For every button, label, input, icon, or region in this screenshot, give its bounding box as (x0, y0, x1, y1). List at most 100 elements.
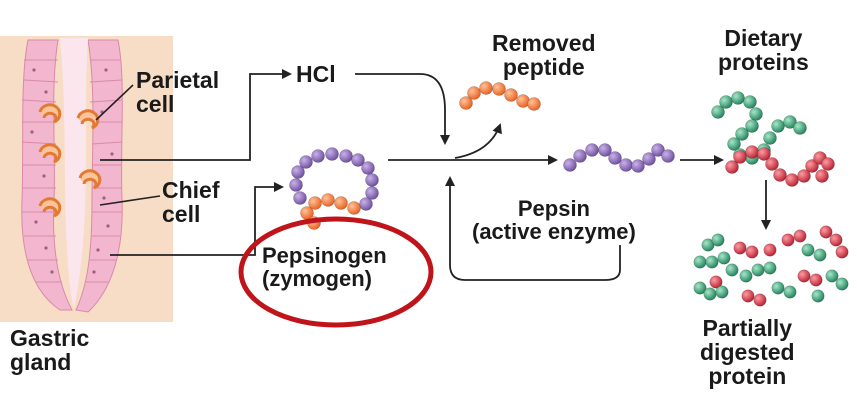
bead (573, 149, 587, 163)
bead (771, 281, 785, 295)
parietal-to-hcl-arrow (100, 69, 292, 161)
bead (291, 165, 305, 179)
pepsinogen-label: Pepsinogen(zymogen) (262, 243, 387, 292)
hcl-label: HCl (296, 61, 336, 87)
digested-fragment (701, 233, 725, 252)
bead (797, 169, 811, 183)
bead (801, 243, 815, 257)
bead (311, 149, 325, 163)
bead (703, 287, 717, 301)
bead (727, 137, 741, 151)
bead (365, 186, 379, 200)
pepsin-label: Pepsin(active enzyme) (472, 196, 636, 245)
bead (308, 196, 322, 210)
bead (365, 173, 379, 187)
digested-fragment (741, 289, 767, 307)
bead (813, 248, 827, 262)
bead (731, 91, 745, 105)
parietal-pointer (95, 84, 134, 121)
bead (733, 150, 747, 164)
bead (763, 261, 777, 275)
bead (783, 115, 797, 129)
bead (619, 158, 633, 172)
bead (743, 95, 757, 109)
bead (293, 191, 307, 205)
bead (321, 193, 335, 207)
bead (642, 152, 656, 166)
bead (829, 233, 843, 247)
bead (763, 131, 777, 145)
bead (811, 289, 825, 303)
digested-fragment (733, 241, 759, 259)
bead (739, 269, 753, 283)
removed-peptide-chain (459, 81, 541, 111)
bead (719, 95, 733, 109)
bead (492, 82, 506, 96)
bead (711, 105, 725, 119)
bead (757, 147, 771, 161)
bead (733, 241, 747, 255)
bead (745, 245, 759, 259)
bead (725, 263, 739, 277)
bead (781, 233, 795, 247)
bead (793, 229, 807, 243)
bead (359, 197, 373, 211)
bead (361, 161, 375, 175)
bead (765, 157, 779, 171)
bead (821, 157, 835, 171)
pepsinogen-highlight-ring (238, 216, 434, 328)
bead (771, 119, 785, 133)
bead (745, 145, 759, 159)
digested-fragment (781, 229, 807, 247)
bead (701, 238, 715, 252)
bead (347, 201, 361, 215)
digested-fragment (763, 243, 777, 257)
bead (709, 275, 723, 289)
bead (815, 169, 829, 183)
bead (711, 233, 725, 247)
bead (805, 159, 819, 173)
bead (693, 281, 707, 295)
bead (797, 269, 811, 283)
label-pointers (95, 84, 161, 206)
bead (527, 97, 541, 111)
digested-fragment (771, 281, 797, 299)
digested-fragment (739, 261, 777, 283)
bead (835, 277, 849, 291)
bead (651, 143, 665, 157)
bead (753, 293, 767, 307)
bead (563, 158, 577, 172)
bead (608, 151, 622, 165)
bead (809, 273, 823, 287)
bead (749, 107, 763, 121)
bead (299, 155, 313, 169)
bead (735, 127, 749, 141)
digested-fragment (709, 275, 723, 289)
bead (467, 86, 481, 100)
bead (725, 160, 739, 174)
digested-fragment (801, 243, 827, 262)
digested-fragment (693, 281, 729, 301)
bead (479, 81, 493, 95)
dietary-protein-red-chain (725, 145, 835, 187)
digested-fragment (693, 251, 731, 269)
bead (763, 243, 777, 257)
bead (289, 178, 303, 192)
digested-fragment (725, 263, 739, 277)
bead (793, 121, 807, 135)
to-removed-peptide-arrow (454, 123, 502, 159)
chief-pointer (99, 195, 161, 206)
gastric-gland-illustration (0, 36, 173, 322)
bead (585, 143, 599, 157)
bead (339, 149, 353, 163)
bead (745, 119, 759, 133)
pepsinogen-peptide-chain (300, 193, 361, 230)
bead (459, 96, 473, 110)
